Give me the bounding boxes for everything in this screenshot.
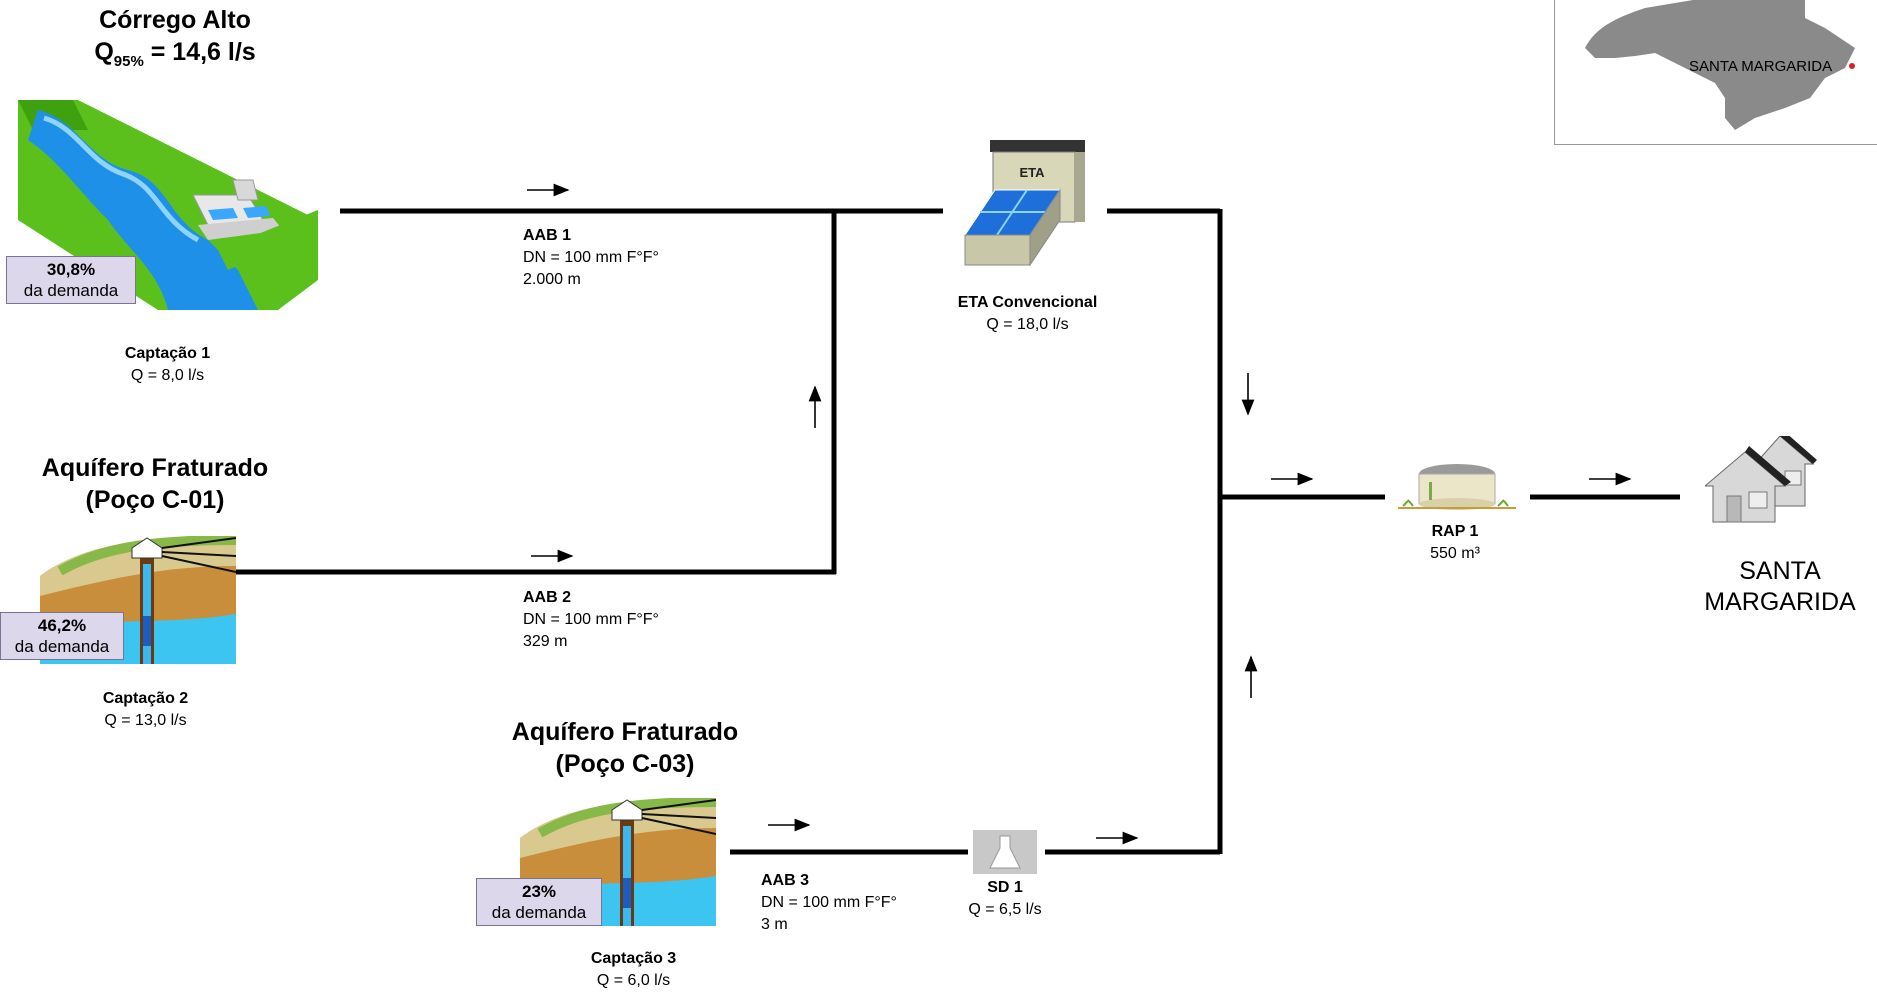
capture2-label: Captação 2 Q = 13,0 l/s [68, 688, 223, 732]
eta-sign: ETA [1019, 165, 1045, 180]
sd1-name: SD 1 [987, 879, 1023, 896]
location-inset-map: SANTA MARGARIDA [1554, 0, 1877, 145]
aab2-spec: DN = 100 mm F°F° [523, 611, 659, 628]
houses-icon [1705, 436, 1817, 523]
capture2-name: Captação 2 [102, 690, 189, 707]
capture3-label: Captação 3 Q = 6,0 l/s [556, 948, 711, 992]
source2-demand-badge: 46,2% da demanda [0, 612, 124, 660]
source3-demand-pct: 23% [521, 882, 557, 901]
capture1-label: Captação 1 Q = 8,0 l/s [90, 343, 245, 387]
source1-title-block: Córrego Alto Q95% = 14,6 l/s [60, 4, 290, 78]
destination-line1: SANTA [1739, 557, 1821, 585]
source2-title-line2: (Poço C-01) [85, 486, 225, 514]
capture2-flow: Q = 13,0 l/s [104, 712, 187, 729]
source1-flow: Q95% = 14,6 l/s [94, 38, 256, 70]
eta-treatment-plant-icon: ETA [964, 140, 1085, 267]
source2-title-block: Aquífero Fraturado (Poço C-01) [20, 452, 290, 516]
source1-demand-pct: 30,8% [46, 260, 96, 279]
destination-line2: MARGARIDA [1704, 588, 1856, 616]
rap1-name: RAP 1 [1431, 523, 1479, 540]
sd1-flow: Q = 6,5 l/s [968, 901, 1042, 918]
source3-title-block: Aquífero Fraturado (Poço C-03) [490, 716, 760, 780]
source3-demand-label: da demanda [491, 903, 587, 922]
aab2-name: AAB 2 [523, 589, 572, 606]
eta-flow: Q = 18,0 l/s [986, 316, 1069, 333]
rap1-volume: 550 m³ [1430, 545, 1480, 562]
source3-title-line1: Aquífero Fraturado [511, 718, 739, 746]
capture1-flow: Q = 8,0 l/s [130, 367, 205, 384]
sd1-label: SD 1 Q = 6,5 l/s [945, 877, 1065, 921]
aab2-label: AAB 2 DN = 100 mm F°F° 329 m [523, 587, 659, 653]
eta-name: ETA Convencional [957, 294, 1098, 311]
source1-demand-badge: 30,8% da demanda [6, 256, 136, 304]
rap1-label: RAP 1 550 m³ [1400, 521, 1510, 565]
flask-disinfection-icon [973, 830, 1037, 874]
aab3-name: AAB 3 [761, 872, 810, 889]
source1-title: Córrego Alto [99, 6, 251, 34]
source3-title-line2: (Poço C-03) [555, 750, 695, 778]
capture3-name: Captação 3 [590, 950, 677, 967]
source3-demand-badge: 23% da demanda [476, 878, 602, 926]
state-outline-map [1585, 0, 1855, 130]
aab1-name: AAB 1 [523, 227, 572, 244]
aab2-length: 329 m [523, 633, 568, 650]
capture3-flow: Q = 6,0 l/s [596, 972, 671, 989]
aab3-label: AAB 3 DN = 100 mm F°F° 3 m [761, 870, 897, 936]
aab1-length: 2.000 m [523, 271, 581, 288]
aab3-spec: DN = 100 mm F°F° [761, 894, 897, 911]
map-town-label: SANTA MARGARIDA [1689, 58, 1833, 75]
aab1-spec: DN = 100 mm F°F° [523, 249, 659, 266]
source2-demand-label: da demanda [14, 637, 110, 656]
source2-title-line1: Aquífero Fraturado [41, 454, 269, 482]
reservoir-tank-icon [1398, 464, 1516, 510]
source2-demand-pct: 46,2% [37, 616, 87, 635]
eta-label: ETA Convencional Q = 18,0 l/s [935, 292, 1120, 336]
aab1-label: AAB 1 DN = 100 mm F°F° 2.000 m [523, 225, 659, 291]
source1-demand-label: da demanda [23, 281, 119, 300]
destination-label: SANTA MARGARIDA [1680, 556, 1877, 618]
aab3-length: 3 m [761, 916, 788, 933]
capture1-name: Captação 1 [124, 345, 211, 362]
